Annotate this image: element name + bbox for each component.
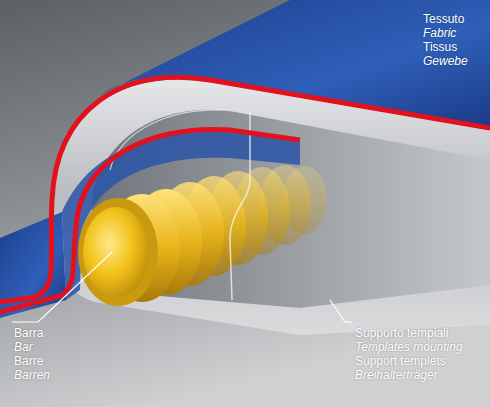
fabric-outline	[0, 130, 300, 312]
part-label: Barra	[14, 326, 43, 340]
part-label: Breihalterträger	[355, 368, 438, 382]
part-label: Fabric	[423, 26, 456, 40]
fabric-wrap	[62, 132, 300, 300]
support-edge	[230, 112, 250, 300]
screw-bar	[78, 165, 327, 306]
part-label: Tessuto	[423, 12, 464, 26]
part-label: Tissus	[423, 40, 457, 54]
support-edge	[110, 110, 225, 170]
part-label: Gewebe	[423, 54, 468, 68]
leader-line	[330, 300, 352, 322]
part-label: Support templets	[355, 354, 446, 368]
part-label: Bar	[14, 340, 33, 354]
part-label: Barre	[14, 354, 43, 368]
part-label: Templates mounting	[355, 340, 463, 354]
leader-line	[12, 252, 112, 322]
part-label: Supporto tempiali	[355, 326, 448, 340]
part-label: Barren	[14, 368, 50, 382]
